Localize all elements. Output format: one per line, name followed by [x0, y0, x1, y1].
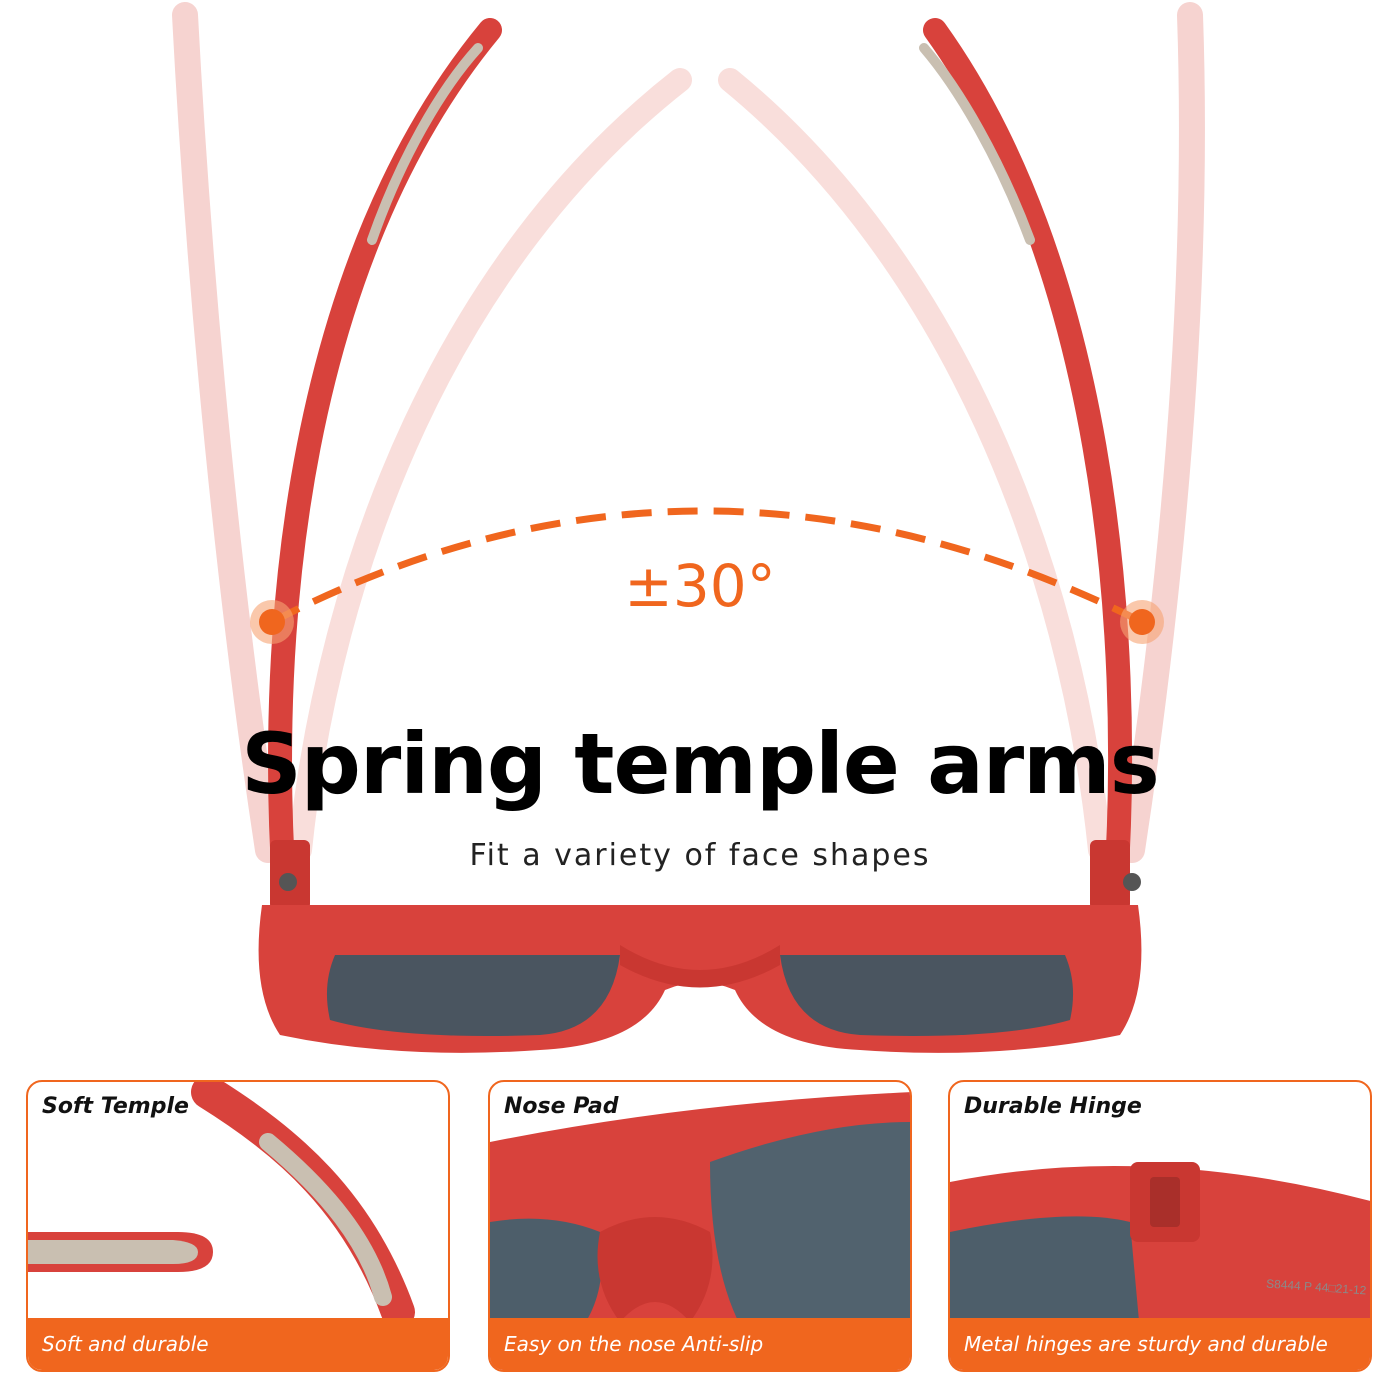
- nose-pad-illustration: [490, 1092, 910, 1370]
- feature-panel-nose-pad: Nose Pad Easy on the nose Anti-slip: [488, 1080, 912, 1372]
- arm-right: [923, 18, 1133, 912]
- ghost-arm-right-outer: [1119, 2, 1205, 863]
- ghost-arm-right-inner: [718, 68, 1112, 862]
- feature-panel-soft-temple: Soft Temple Soft and durable: [26, 1080, 450, 1372]
- hinge-right: [1090, 840, 1130, 910]
- feature-panel-durable-hinge: S8444 P 44□21-12 Durable Hinge Metal hin…: [948, 1080, 1372, 1372]
- soft-temple-illustration: [28, 1082, 415, 1329]
- lens-closeup-right: [710, 1122, 910, 1342]
- arm-left-grip: [367, 43, 483, 245]
- hinges: [270, 840, 1141, 910]
- ghost-arm-left-outer: [172, 2, 281, 863]
- hero-subtitle: Fit a variety of face shapes: [469, 838, 931, 873]
- hero-title: Spring temple arms: [241, 715, 1159, 813]
- angle-label: ±30°: [624, 552, 776, 620]
- ghost-arm-left-inner: [288, 68, 692, 862]
- hinge-pin: [1150, 1177, 1180, 1227]
- panel-caption: Soft and durable: [28, 1318, 448, 1370]
- panel-caption: Metal hinges are sturdy and durable: [950, 1318, 1370, 1370]
- front-frame: [258, 905, 1142, 1053]
- lens-left: [326, 955, 620, 1036]
- panel-title: Nose Pad: [504, 1094, 619, 1119]
- temple-grip-lower: [28, 1240, 198, 1264]
- lens-closeup-left: [490, 1218, 602, 1342]
- angle-marker-right: [1129, 609, 1155, 635]
- lens-corner: [950, 1216, 1140, 1332]
- hinge-right-screw: [1123, 873, 1141, 891]
- panel-title: Soft Temple: [42, 1094, 189, 1119]
- arm-right-grip: [919, 43, 1035, 245]
- panel-caption: Easy on the nose Anti-slip: [490, 1318, 910, 1370]
- bridge: [620, 945, 780, 988]
- ghost-temple-arms: [172, 2, 1205, 863]
- lens-right: [780, 955, 1074, 1036]
- angle-markers: [250, 600, 1164, 644]
- panel-title: Durable Hinge: [964, 1094, 1142, 1119]
- glasses-hero-illustration: [172, 2, 1205, 1053]
- temple-grip-upper: [259, 1133, 392, 1306]
- angle-marker-left: [259, 609, 285, 635]
- hinge-left-screw: [279, 873, 297, 891]
- nose-bridge: [597, 1217, 713, 1322]
- main-temple-arms: [268, 18, 1133, 912]
